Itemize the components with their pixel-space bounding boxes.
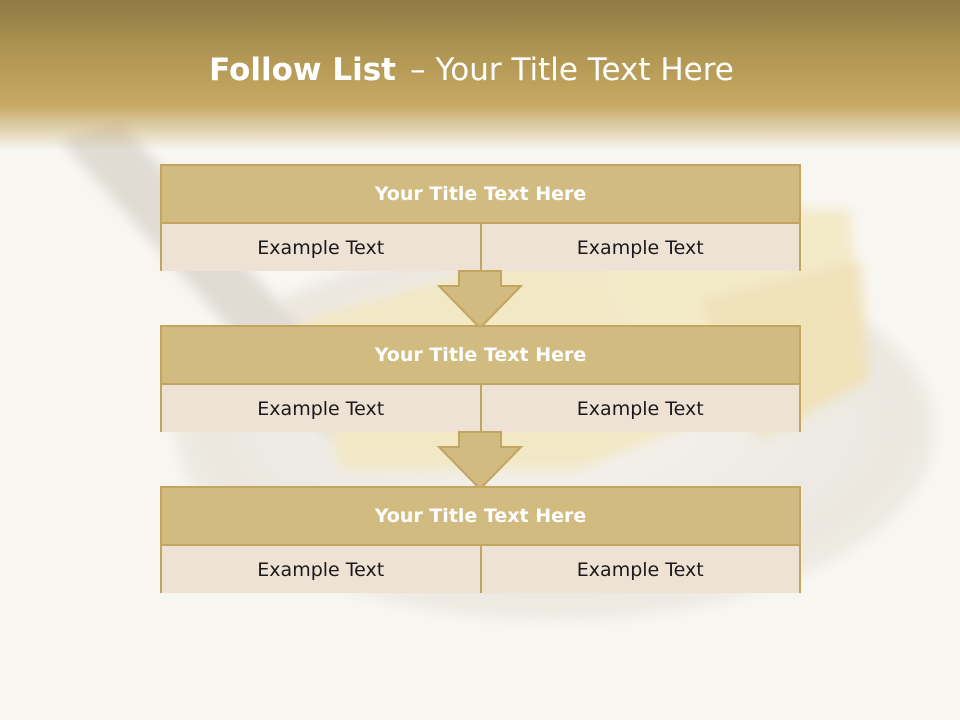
step-cell-right: Example Text — [479, 385, 799, 432]
step-row: Example Text Example Text — [162, 224, 799, 271]
step-row: Example Text Example Text — [162, 385, 799, 432]
step-title: Your Title Text Here — [162, 166, 799, 224]
slide-title: Follow List–Your Title Text Here — [0, 52, 943, 88]
step-cell-right: Example Text — [479, 546, 799, 593]
step-block-3: Your Title Text Here Example Text Exampl… — [160, 486, 801, 593]
step-cell-left: Example Text — [162, 546, 480, 593]
step-cell-left: Example Text — [162, 385, 480, 432]
step-cell-right: Example Text — [479, 224, 799, 271]
step-block-1: Your Title Text Here Example Text Exampl… — [160, 164, 801, 271]
slide-title-rest: Your Title Text Here — [435, 52, 734, 88]
down-arrow-icon — [437, 431, 523, 491]
slide-title-bold: Follow List — [209, 52, 396, 88]
title-bar — [0, 0, 960, 150]
slide-title-dash: – — [409, 52, 426, 88]
step-title: Your Title Text Here — [162, 327, 799, 385]
step-block-2: Your Title Text Here Example Text Exampl… — [160, 325, 801, 432]
step-title: Your Title Text Here — [162, 488, 799, 546]
step-cell-left: Example Text — [162, 224, 480, 271]
step-row: Example Text Example Text — [162, 546, 799, 593]
down-arrow-icon — [437, 270, 523, 330]
